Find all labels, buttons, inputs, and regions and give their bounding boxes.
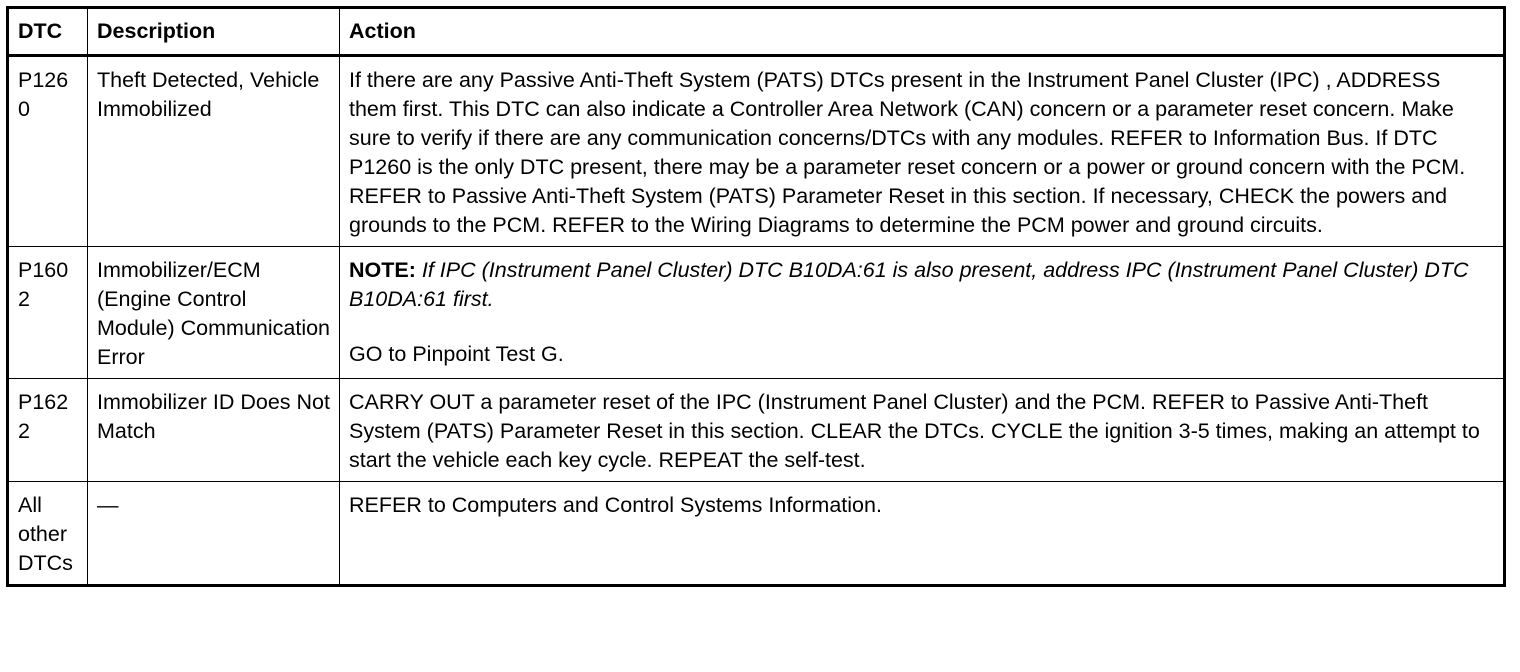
note-label: NOTE: <box>349 258 416 282</box>
dtc-description: Immobilizer/ECM (Engine Control Module) … <box>87 246 340 379</box>
header-description: Description <box>87 7 340 57</box>
dtc-action-cell: NOTE: If IPC (Instrument Panel Cluster) … <box>339 246 1505 379</box>
dtc-action: GO to Pinpoint Test G. <box>349 342 564 366</box>
dtc-description: Immobilizer ID Does Not Match <box>87 378 340 482</box>
table-row: P1602 Immobilizer/ECM (Engine Control Mo… <box>7 246 1505 379</box>
table-row: P1260 Theft Detected, Vehicle Immobilize… <box>7 55 1505 247</box>
dtc-description: — <box>87 481 340 586</box>
dtc-table: DTC Description Action P1260 Theft Detec… <box>6 6 1506 587</box>
dtc-action: REFER to Computers and Control Systems I… <box>339 481 1505 586</box>
dtc-code: P1622 <box>7 378 88 482</box>
note-text: If IPC (Instrument Panel Cluster) DTC B1… <box>349 258 1469 311</box>
dtc-action: CARRY OUT a parameter reset of the IPC (… <box>339 378 1505 482</box>
dtc-code: All other DTCs <box>7 481 88 586</box>
header-dtc: DTC <box>7 7 88 57</box>
table-header-row: DTC Description Action <box>7 7 1505 57</box>
dtc-description: Theft Detected, Vehicle Immobilized <box>87 55 340 247</box>
paragraph-gap <box>349 314 1494 340</box>
header-action: Action <box>339 7 1505 57</box>
dtc-code: P1260 <box>7 55 88 247</box>
table-row: P1622 Immobilizer ID Does Not Match CARR… <box>7 378 1505 482</box>
table-row: All other DTCs — REFER to Computers and … <box>7 481 1505 586</box>
dtc-action: If there are any Passive Anti-Theft Syst… <box>339 55 1505 247</box>
dtc-code: P1602 <box>7 246 88 379</box>
